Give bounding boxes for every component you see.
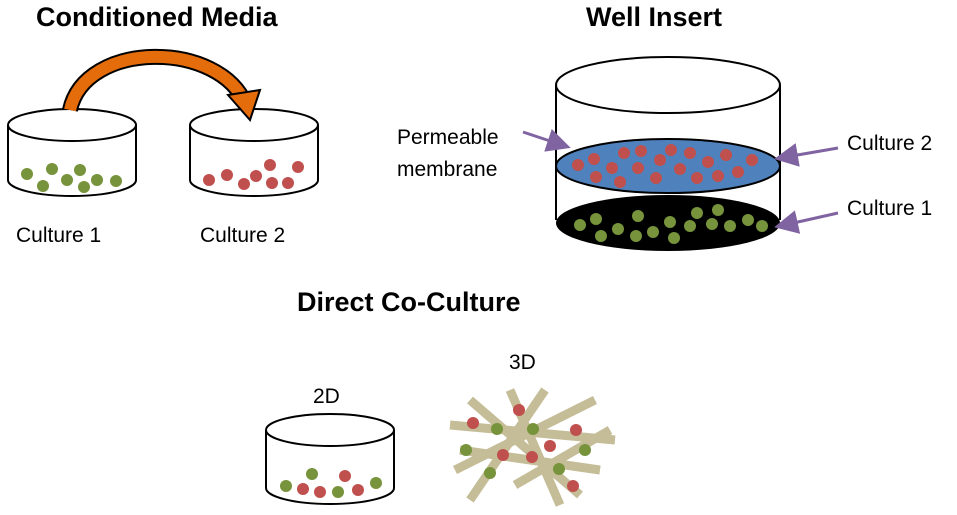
well-culture-2-cells [572,144,758,188]
well-culture-2-label: Culture 2 [847,132,933,155]
permeable-membrane-label-line2: membrane [397,158,498,181]
transfer-arrow [62,48,262,122]
culture-2-pointer-arrow [774,143,839,167]
pointer-arrows [522,128,839,234]
permeable-membrane-label-line1: Permeable [397,126,499,149]
culture-1-label: Culture 1 [16,224,102,247]
scaffold-3d-cells [460,404,591,492]
culture-2-label: Culture 2 [200,224,286,247]
dish-2d [265,413,395,505]
membrane-pointer-arrow [522,128,571,152]
label-2d: 2D [313,385,340,408]
culture-1-pointer-arrow [774,210,839,234]
label-3d: 3D [509,351,536,374]
well-insert-title: Well Insert [586,2,723,32]
culture-1-dish [7,108,137,197]
conditioned-media-title: Conditioned Media [36,2,278,32]
direct-coculture-title: Direct Co-Culture [297,287,521,317]
well-culture-1-label: Culture 1 [847,197,933,220]
scaffold-3d-fibers [449,387,616,507]
well-culture-1-cells [574,204,768,244]
culture-1-cells [21,163,122,193]
culture-2-cells [203,159,304,190]
dish-2d-cells [280,468,382,498]
